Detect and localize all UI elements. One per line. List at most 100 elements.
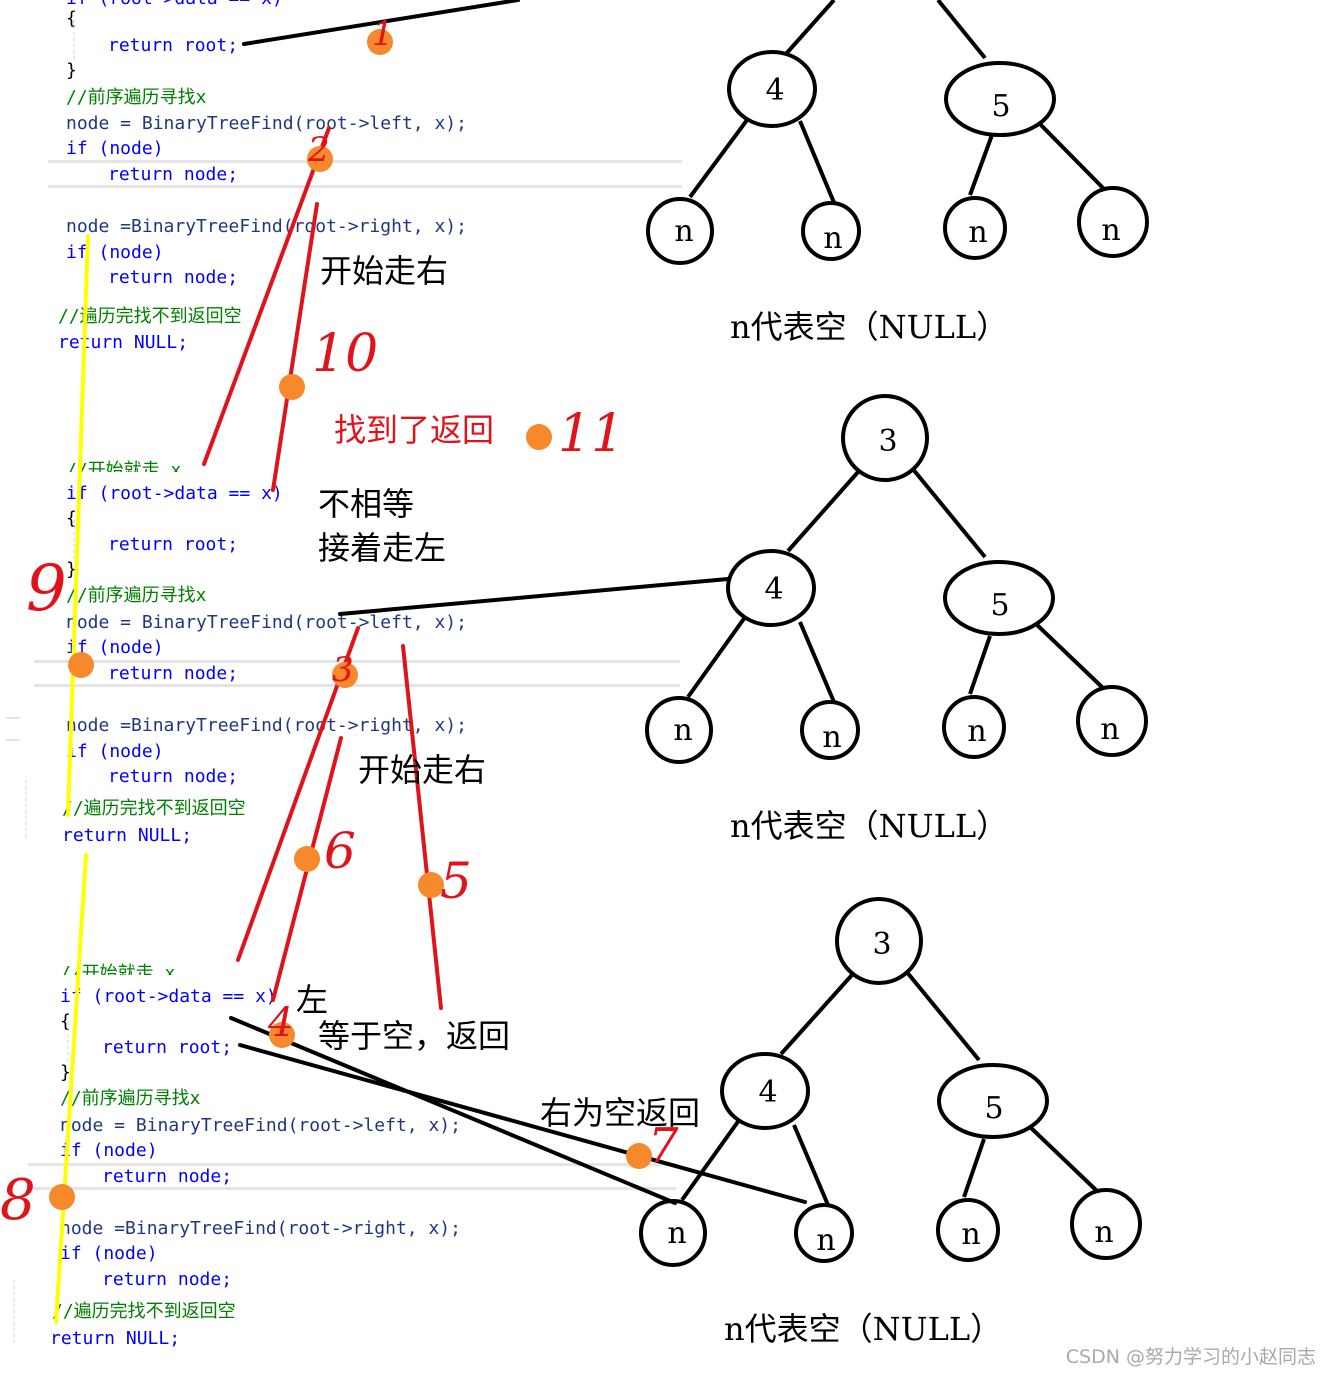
node-label-leaf: n (1094, 1215, 1113, 1250)
tree-edge (1032, 620, 1105, 690)
tree-node (1070, 1188, 1142, 1260)
code-return-root: return root; (108, 35, 239, 56)
step-number-3: 3 (332, 650, 354, 690)
node-label-left: 4 (765, 73, 784, 108)
tree-edge (688, 114, 752, 199)
red-line (401, 644, 443, 1010)
tree-node (720, 1052, 810, 1130)
node-label-leaf: n (673, 713, 692, 748)
tree-node (937, 1063, 1049, 1139)
step-dot-9 (68, 652, 94, 678)
node-label-leaf: n (961, 1217, 980, 1252)
code-return-null: return NULL; (62, 825, 193, 846)
code-brace-open: { (66, 508, 77, 529)
tree-2 (645, 394, 1148, 764)
code-if-node: if (node) (66, 138, 164, 159)
code-node-right: node =BinaryTreeFind(root->right, x); (66, 216, 467, 237)
line-highlight (28, 1163, 676, 1166)
step-dot-8 (49, 1184, 75, 1210)
step-dots (49, 29, 652, 1210)
annotation-left: 左 (296, 981, 329, 1019)
tree-1-caption: n代表空（NULL） (730, 308, 1009, 346)
step-number-7: 7 (648, 1118, 679, 1174)
tree-edge (786, 461, 868, 553)
annotation-start-right-1: 开始走右 (320, 252, 449, 290)
line-highlight (28, 1187, 676, 1190)
line-highlight (34, 684, 680, 687)
tree-node (944, 61, 1056, 137)
tree-edge (962, 1138, 986, 1198)
tree-node (794, 1203, 854, 1263)
tree-3-labels: 3 4 5 n n n n (667, 927, 1113, 1258)
tree-node (726, 549, 816, 627)
annotation-start-right-2: 开始走右 (358, 751, 487, 789)
code-brace-close: } (66, 559, 77, 580)
node-label-leaf: n (822, 720, 841, 755)
step-number-5: 5 (440, 852, 472, 910)
node-label-left: 4 (764, 572, 783, 607)
step-number-1: 1 (372, 14, 394, 54)
annotation-then-left: 接着走左 (318, 529, 447, 567)
step-dot-10 (279, 374, 305, 400)
step-number-10: 10 (312, 324, 379, 384)
step-number-4: 4 (268, 1000, 294, 1046)
step-dot-3 (332, 662, 358, 688)
code-node-left: node = BinaryTreeFind(root->left, x); (66, 113, 467, 134)
tree-edge (779, 964, 862, 1056)
code-brace-open: { (66, 8, 77, 29)
step-dot-1 (367, 29, 393, 55)
tree-edge (936, 0, 987, 60)
code-return-root: return root; (108, 534, 239, 555)
code-return-node-2: return node; (102, 1269, 233, 1290)
code-return-null: return NULL; (58, 332, 189, 353)
editor-gutter (13, 20, 75, 1345)
tree-edge (968, 635, 992, 695)
code-comment-preorder: //前序遍历寻找x (60, 1088, 201, 1109)
node-label-leaf: n (1101, 213, 1120, 248)
code-comment-preorder: //前序遍历寻找x (66, 87, 207, 108)
connector-line (229, 1016, 677, 1205)
code-brace-close: } (66, 60, 77, 81)
line-highlight (48, 185, 682, 188)
code-if-cond: if (root->data == x) (66, 0, 283, 12)
tree-node (1077, 186, 1149, 258)
node-label-right: 5 (990, 588, 1009, 623)
csdn-watermark: CSDN @努力学习的小赵同志 (1065, 1346, 1316, 1368)
code-if-cond: if (root->data == x) (66, 483, 283, 504)
code-return-node-2: return node; (108, 267, 239, 288)
tree-3 (639, 897, 1142, 1267)
step-dot-11 (526, 424, 552, 450)
code-comment-not-found: //遍历完找不到返回空 (62, 798, 246, 819)
tree-node (646, 197, 714, 265)
annotation-equals-null-return: 等于空，返回 (318, 1017, 511, 1055)
yellow-backtrack-line (54, 234, 90, 1324)
tree-edge (910, 466, 987, 559)
tree-2-caption: n代表空（NULL） (730, 807, 1009, 845)
tree-node (835, 897, 923, 985)
node-label-leaf: n (968, 215, 987, 250)
tree-1-labels: 4 5 n n n n (674, 73, 1120, 256)
connector-line (242, 0, 520, 46)
code-comment-start: //开始就走 x (60, 963, 176, 975)
tree-edge (783, 0, 836, 57)
code-return-node-2: return node; (108, 766, 239, 787)
editor-margin-marks (6, 717, 20, 741)
code-node-right: node =BinaryTreeFind(root->right, x); (60, 1218, 461, 1239)
code-return-root: return root; (102, 1037, 233, 1058)
code-if-node-2: if (node) (66, 242, 164, 263)
step-dot-7 (626, 1143, 652, 1169)
code-comment-not-found: //遍历完找不到返回空 (52, 1301, 236, 1322)
line-highlight (34, 660, 680, 663)
tree-node (727, 50, 817, 128)
node-label-right: 5 (984, 1091, 1003, 1126)
node-label-root: 3 (872, 927, 891, 962)
tree-node (800, 700, 860, 760)
tree-node (1076, 685, 1148, 757)
tree-edge (686, 611, 750, 699)
code-if-node-2: if (node) (60, 1243, 158, 1264)
annotation-right-null-return: 右为空返回 (540, 1094, 701, 1132)
yellow-line (66, 234, 90, 817)
code-return-node: return node; (102, 1166, 233, 1187)
tree-edge (1036, 120, 1107, 192)
